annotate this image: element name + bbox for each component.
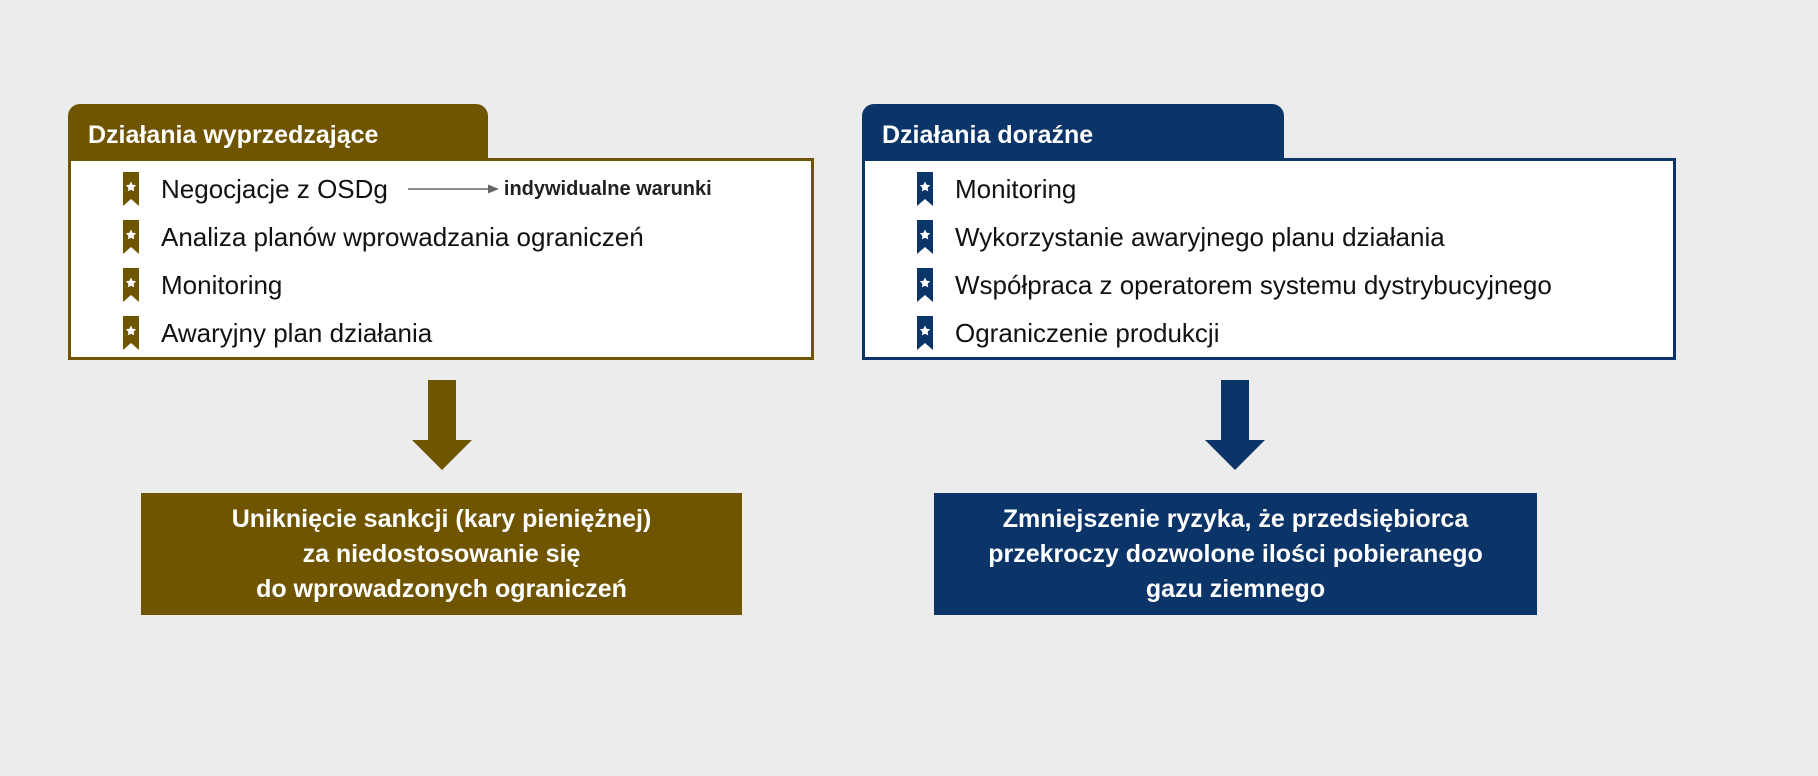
right-item-4: Ograniczenie produkcji [917, 315, 1219, 351]
right-panel-box: Monitoring Wykorzystanie awaryjnego plan… [862, 158, 1676, 360]
right-item-3: Współpraca z operatorem systemu dystrybu… [917, 267, 1552, 303]
right-panel: Działania doraźne Monitoring Wykorzystan… [862, 104, 1676, 360]
right-item-1: Monitoring [917, 171, 1076, 207]
left-item-2: Analiza planów wprowadzania ograniczeń [123, 219, 644, 255]
left-result-line: Uniknięcie sankcji (kary pieniężnej) [231, 504, 652, 533]
right-result-line: Zmniejszenie ryzyka, że przedsiębiorca [1002, 504, 1469, 533]
down-arrow-icon [412, 380, 472, 475]
left-result-line: za niedostosowanie się [302, 539, 581, 568]
left-panel-title: Działania wyprzedzające [68, 104, 488, 160]
star-bookmark-icon [917, 268, 933, 302]
right-panel-title: Działania doraźne [862, 104, 1284, 160]
star-bookmark-icon [917, 316, 933, 350]
left-result-line: do wprowadzonych ograniczeń [256, 574, 627, 603]
star-bookmark-icon [917, 220, 933, 254]
left-item-label: Monitoring [161, 269, 283, 300]
left-item-label: Awaryjny plan działania [161, 317, 433, 348]
right-result-box: Zmniejszenie ryzyka, że przedsiębiorca p… [934, 493, 1537, 615]
star-bookmark-icon [123, 220, 139, 254]
left-item-4: Awaryjny plan działania [123, 315, 432, 351]
side-note: indywidualne warunki [503, 177, 712, 200]
down-arrow-icon [1205, 380, 1265, 475]
right-arrow-icon [407, 183, 500, 195]
right-result-line: gazu ziemnego [1145, 574, 1326, 603]
right-item-label: Ograniczenie produkcji [955, 317, 1220, 348]
left-item-label: Analiza planów wprowadzania ograniczeń [161, 221, 644, 252]
star-bookmark-icon [123, 268, 139, 302]
left-item-1: Negocjacje z OSDg indywidualne warunki [123, 171, 712, 207]
left-panel: Działania wyprzedzające Negocjacje z OSD… [68, 104, 814, 360]
right-item-label: Współpraca z operatorem systemu dystrybu… [955, 269, 1552, 300]
right-item-label: Wykorzystanie awaryjnego planu działania [955, 221, 1445, 252]
left-panel-box: Negocjacje z OSDg indywidualne warunki A… [68, 158, 814, 360]
star-bookmark-icon [123, 316, 139, 350]
right-result-line: przekroczy dozwolone ilości pobieranego [988, 539, 1483, 568]
left-item-label: Negocjacje z OSDg [161, 173, 388, 204]
right-item-label: Monitoring [955, 173, 1077, 204]
star-bookmark-icon [917, 172, 933, 206]
star-bookmark-icon [123, 172, 139, 206]
left-item-3: Monitoring [123, 267, 282, 303]
right-item-2: Wykorzystanie awaryjnego planu działania [917, 219, 1445, 255]
left-result-box: Uniknięcie sankcji (kary pieniężnej) za … [141, 493, 742, 615]
